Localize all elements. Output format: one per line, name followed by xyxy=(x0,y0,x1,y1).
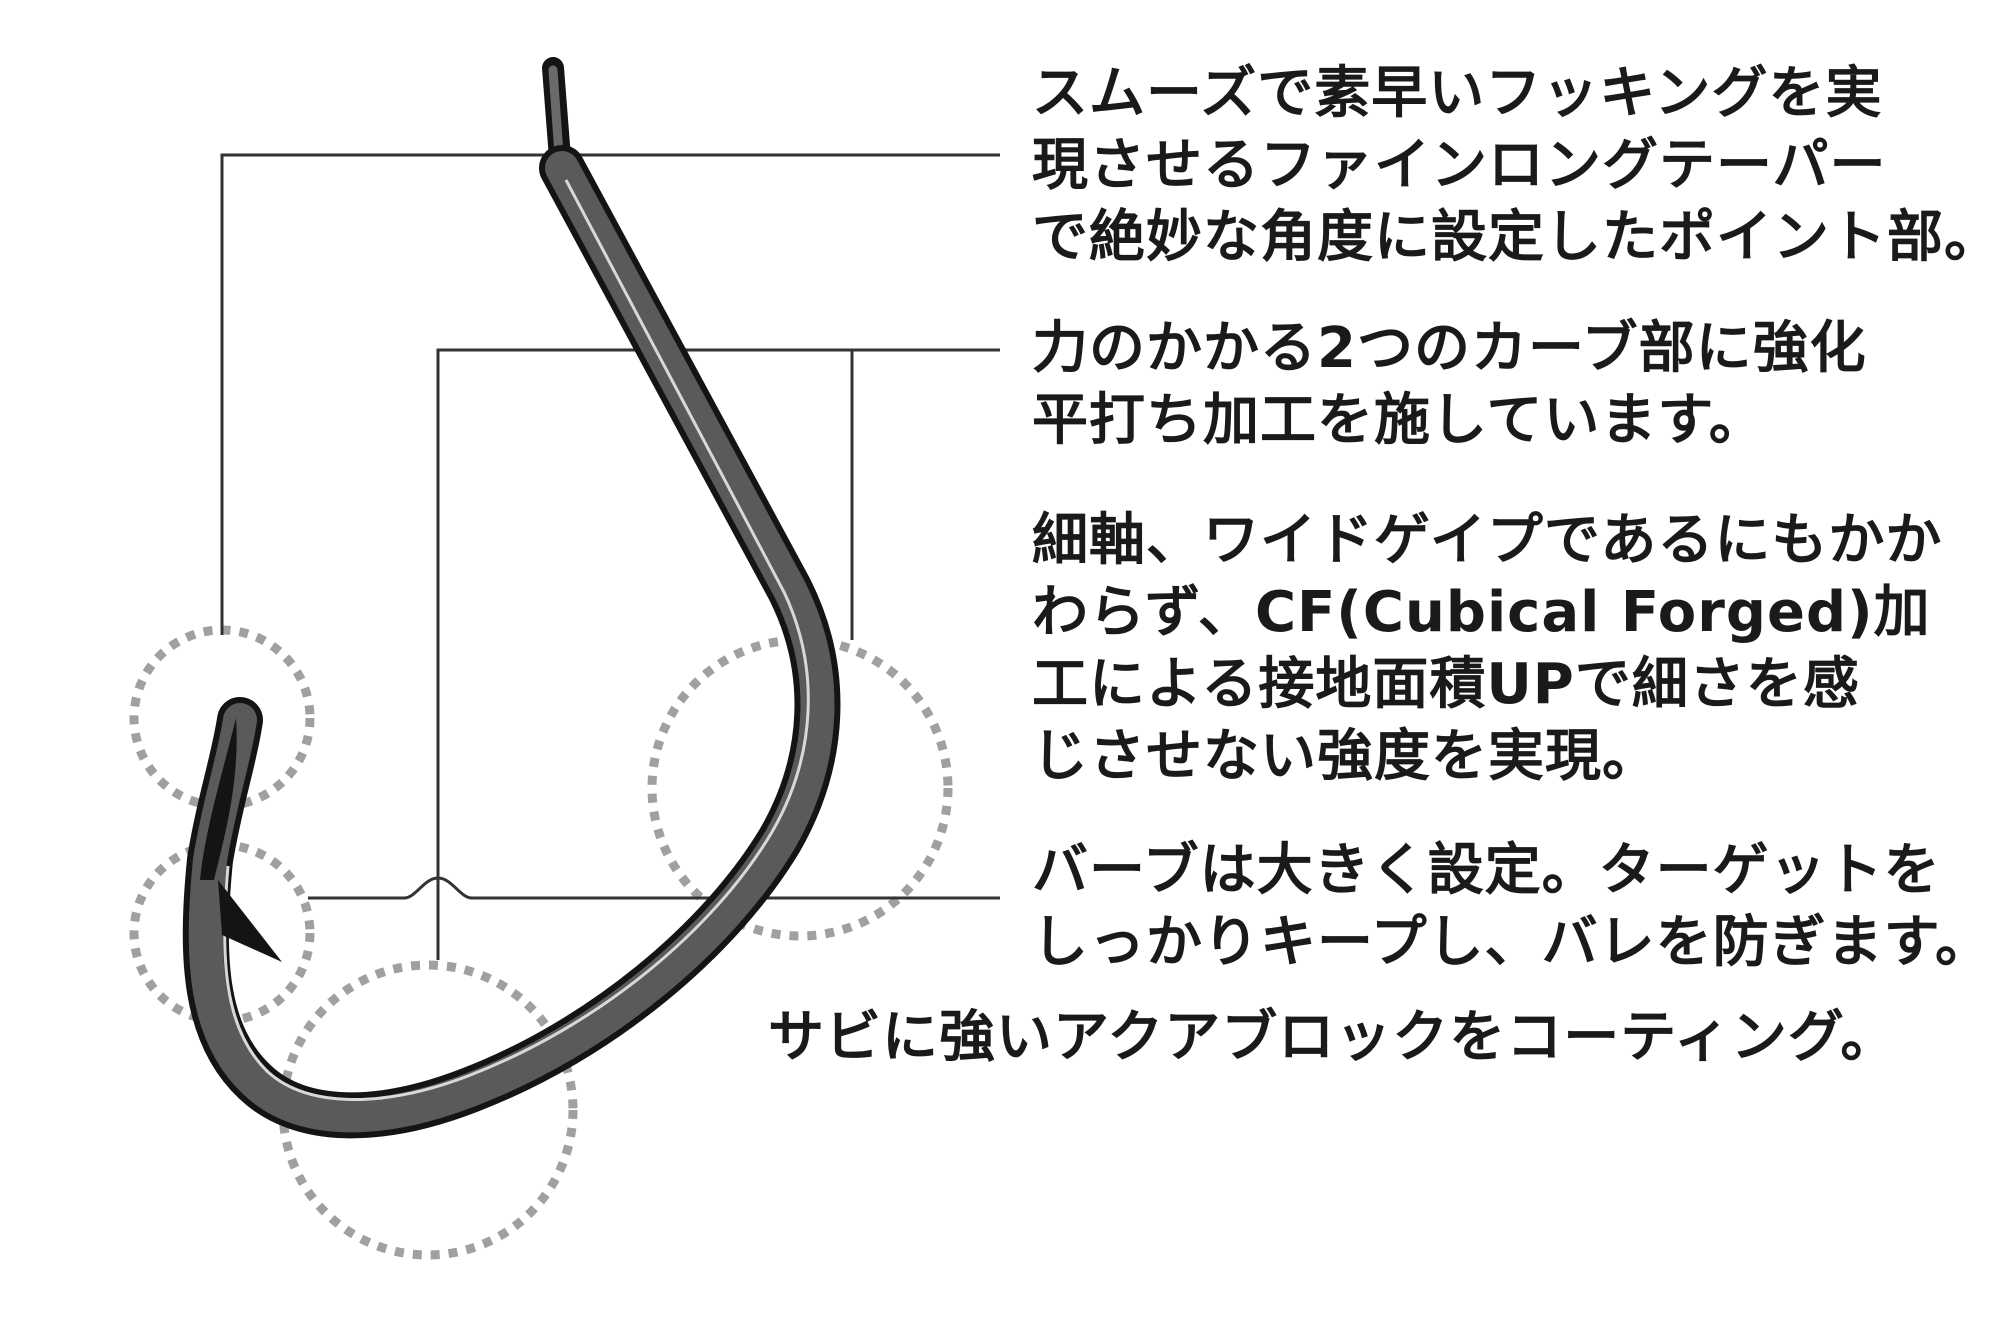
callout-shaft: 細軸、ワイドゲイプであるにもかか わらず、CF(Cubical Forged)加… xyxy=(1032,505,1943,793)
callout-curve-line-2: 平打ち加工を施しています。 xyxy=(1032,388,1766,453)
callout-shaft-line-3: 工による接地面積UPで細さを感 xyxy=(1032,652,1860,717)
callout-barb: バーブは大きく設定。ターゲットを しっかりキープし、バレを防ぎます。 xyxy=(1032,835,1993,979)
callout-shaft-line-2: わらず、CF(Cubical Forged)加 xyxy=(1032,580,1931,645)
hook xyxy=(182,57,841,1139)
leader-curve xyxy=(436,348,1000,960)
callout-coating-line-1: サビに強いアクアブロックをコーティング。 xyxy=(768,1005,1898,1070)
callout-point-line-3: で絶妙な角度に設定したポイント部。 xyxy=(1032,205,2000,270)
circle-shank-curve xyxy=(647,635,953,941)
hook-barb xyxy=(218,880,282,962)
callout-coating: サビに強いアクアブロックをコーティング。 xyxy=(768,1002,1912,1074)
callout-barb-line-2: しっかりキープし、バレを防ぎます。 xyxy=(1032,910,1993,975)
callout-curve: 力のかかる2つのカーブ部に強化 平打ち加工を施しています。 xyxy=(1032,313,1912,457)
hook-point xyxy=(200,718,237,880)
callout-curve-line-1: 力のかかる2つのカーブ部に強化 xyxy=(1032,316,1867,381)
callout-shaft-line-1: 細軸、ワイドゲイプであるにもかか xyxy=(1032,508,1943,573)
callout-barb-line-1: バーブは大きく設定。ターゲットを xyxy=(1032,838,1941,903)
leader-lines xyxy=(220,153,1000,960)
callout-point: スムーズで素早いフッキングを実 現させるファインロングテーパー で絶妙な角度に設… xyxy=(1032,58,2000,274)
leader-point xyxy=(220,153,1000,635)
leader-barb xyxy=(308,876,1000,900)
callout-shaft-line-4: じさせない強度を実現。 xyxy=(1032,724,1659,789)
callout-point-line-2: 現させるファインロングテーパー xyxy=(1032,133,1887,198)
callout-point-line-1: スムーズで素早いフッキングを実 xyxy=(1032,61,1883,126)
